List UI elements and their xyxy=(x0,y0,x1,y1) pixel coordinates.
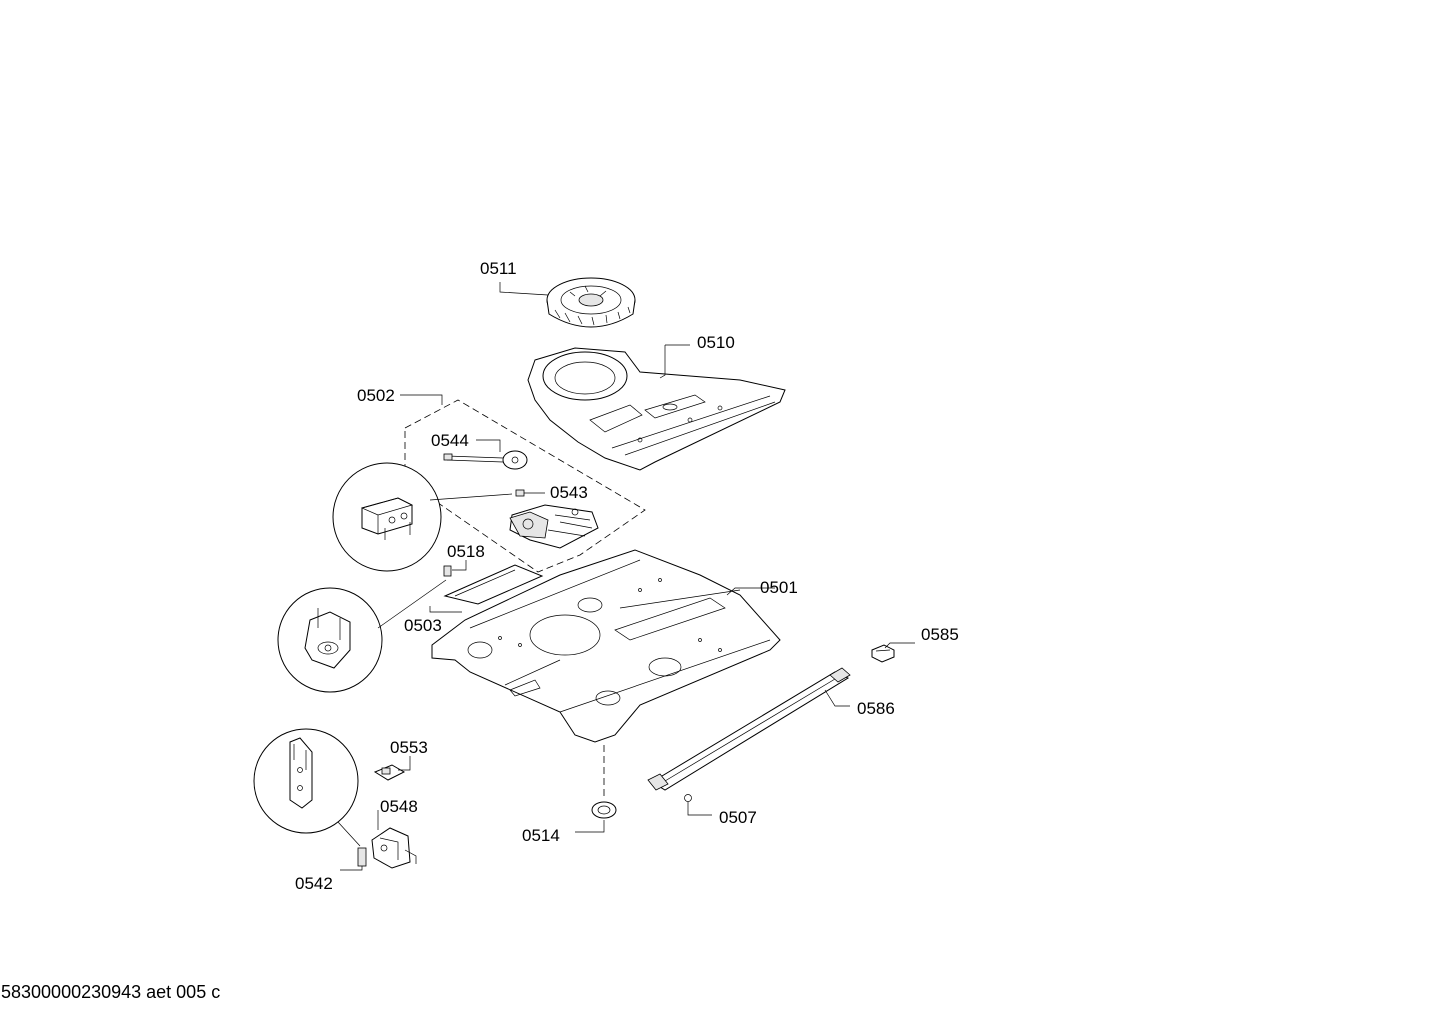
fan-housing-part xyxy=(527,347,786,471)
label-0548: 0548 xyxy=(380,797,418,816)
grommet-part xyxy=(575,745,617,833)
detail-circle-bracket xyxy=(332,462,513,572)
label-0586: 0586 xyxy=(857,699,895,718)
rail-part xyxy=(647,667,851,791)
label-0511: 0511 xyxy=(480,259,517,278)
label-0501: 0501 xyxy=(760,578,798,597)
gear-motor-assembly xyxy=(509,504,599,549)
label-0502: 0502 xyxy=(357,386,395,405)
label-0542: 0542 xyxy=(295,874,333,893)
label-0514: 0514 xyxy=(522,826,560,845)
door-switch-part xyxy=(371,810,417,869)
label-0544: 0544 xyxy=(431,431,469,450)
connector-part xyxy=(871,642,915,663)
base-plate-part xyxy=(431,549,781,743)
label-0510: 0510 xyxy=(697,333,735,352)
fan-wheel-part xyxy=(546,277,636,328)
label-0507: 0507 xyxy=(719,808,757,827)
motor-part xyxy=(443,450,528,470)
insulation-strip-part xyxy=(429,564,544,613)
label-0585: 0585 xyxy=(921,625,959,644)
label-0503: 0503 xyxy=(404,616,442,635)
leader-lines xyxy=(476,282,690,452)
detail-circle-bracket-switch xyxy=(253,728,367,871)
label-0553: 0553 xyxy=(390,738,428,757)
label-0518: 0518 xyxy=(447,542,485,561)
screw-part xyxy=(684,794,712,816)
detail-circle-clip xyxy=(277,579,447,693)
label-0543: 0543 xyxy=(550,483,588,502)
small-bracket-part xyxy=(515,489,545,497)
drawing-reference-code: 58300000230943 aet 005 c xyxy=(1,982,221,1002)
clip-part xyxy=(443,560,467,577)
latch-part xyxy=(373,756,411,781)
